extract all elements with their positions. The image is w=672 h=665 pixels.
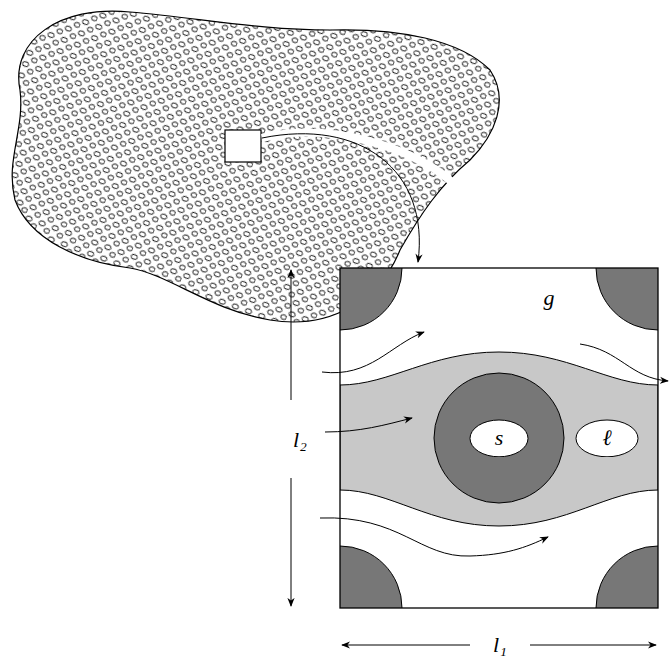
flow-arrow [322,332,424,373]
phase-label: g [541,286,558,310]
solid-grain [596,268,658,330]
sample-square [225,130,261,162]
flow-arrow [325,418,412,432]
dimension-label: l₂ [290,428,310,452]
solid-grain [340,268,402,330]
phase-label: s [495,427,504,449]
flow-arrow [580,344,668,381]
liquid-core-ellipse: ℓ [575,419,639,458]
solid-grain [434,373,564,503]
solid-grain [596,546,658,608]
cell-ground [340,268,658,608]
channel [262,133,455,185]
solid-core-ellipse: s [469,419,529,458]
dimension-arrow [291,478,292,606]
dimension-arrow [530,645,656,646]
phase-label: ℓ [602,427,611,449]
unit-cell [340,268,658,608]
zoom-arrow [262,134,419,262]
liquid-band [340,352,658,526]
dimension-label: l₁ [490,633,510,657]
flow-arrow [320,518,548,556]
dimension-arrow [342,645,470,646]
dimension-arrow [291,270,292,400]
solid-grain [340,546,402,608]
